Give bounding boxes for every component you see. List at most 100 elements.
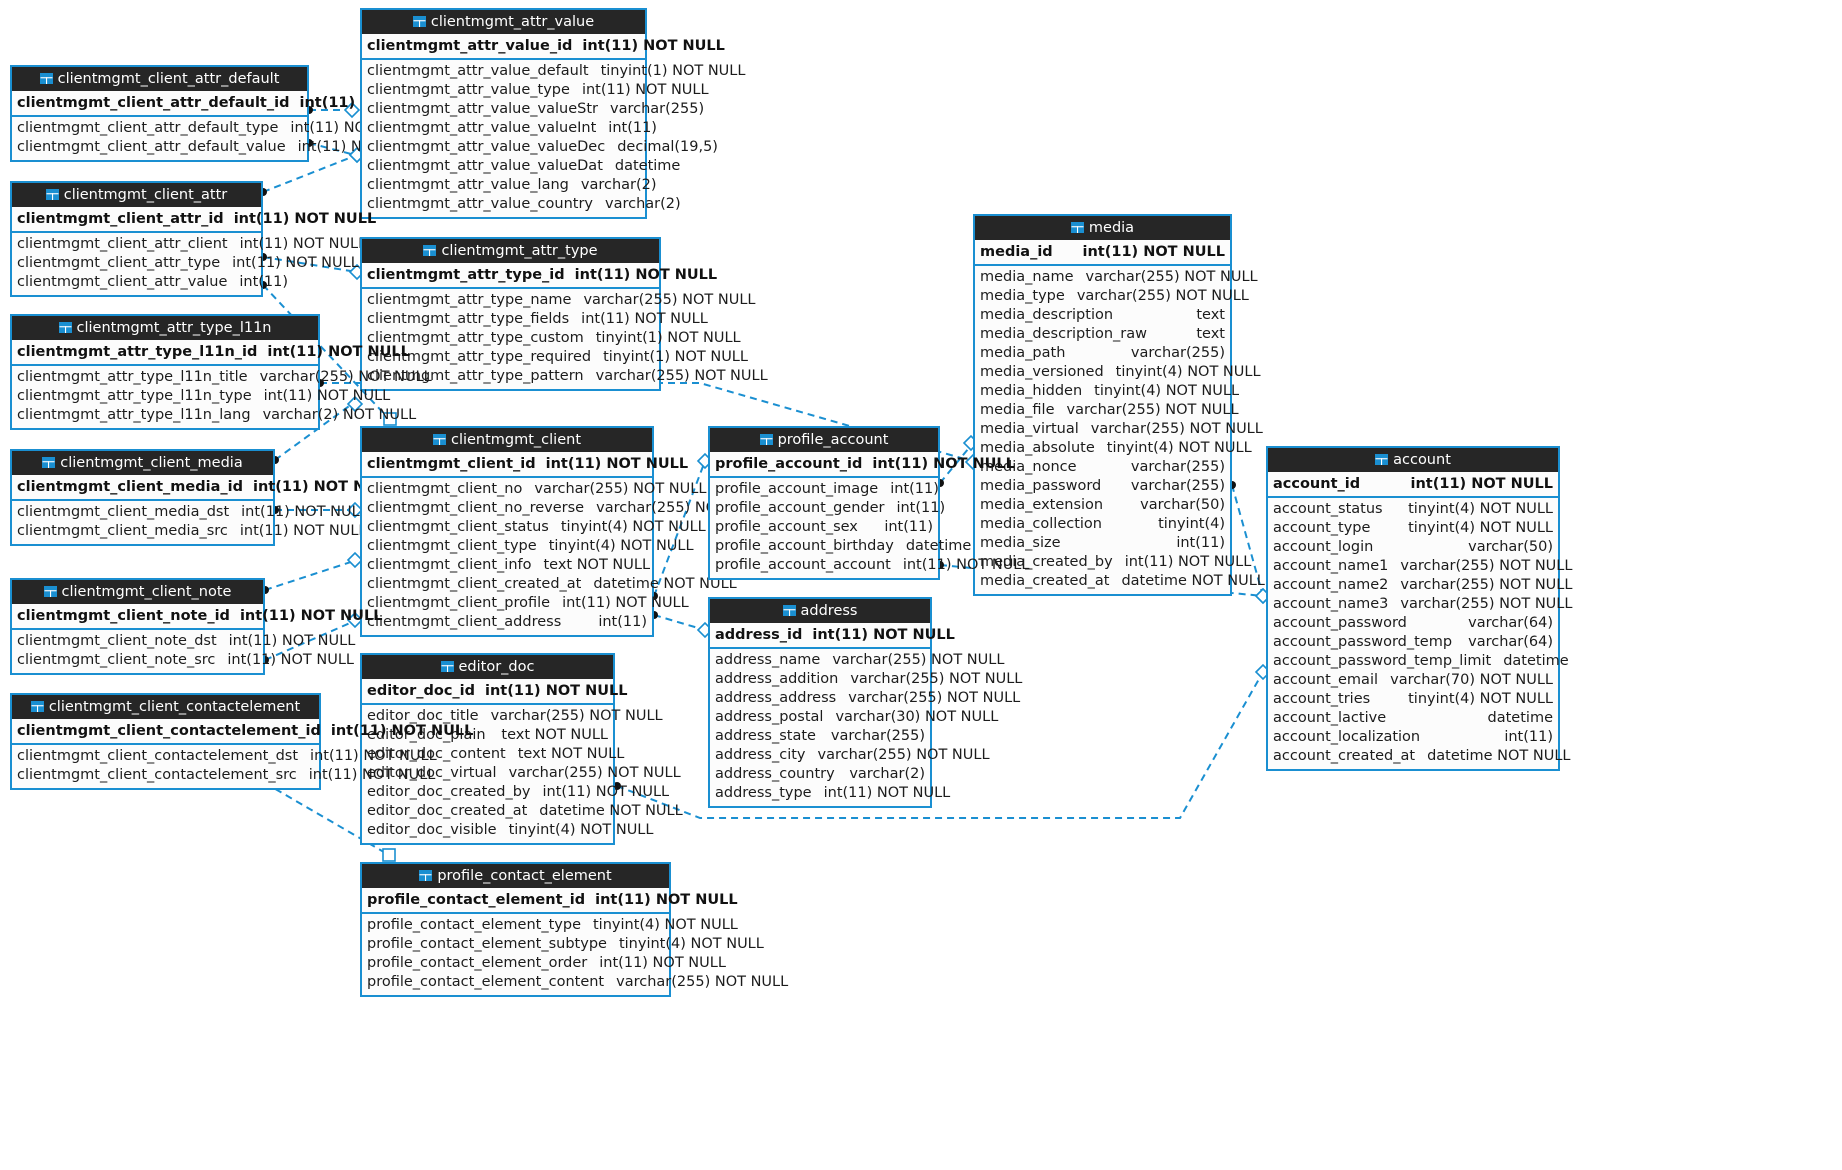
- column-name: clientmgmt_attr_type_l11n_title: [17, 369, 248, 385]
- column-type: int(11) NOT NULL: [252, 479, 396, 495]
- column-name: media_extension: [980, 497, 1104, 513]
- entity-title: profile_contact_element: [437, 868, 612, 884]
- column-type: varchar(2): [580, 177, 657, 193]
- column-name: clientmgmt_client_no_reverse: [367, 500, 585, 516]
- column-name: media_type: [980, 288, 1065, 304]
- column-type: tinyint(4) NOT NULL: [548, 538, 694, 554]
- column-name: clientmgmt_attr_value_type: [367, 82, 570, 98]
- column-type: int(11) NOT NULL: [239, 523, 367, 539]
- column-type: tinyint(4) NOT NULL: [1408, 691, 1553, 707]
- column-type: int(11) NOT NULL: [330, 723, 474, 739]
- column-name: clientmgmt_attr_value_valueDec: [367, 139, 606, 155]
- column-type: int(11) NOT NULL: [1082, 244, 1226, 260]
- column-name: media_absolute: [980, 440, 1095, 456]
- column-name: account_id: [1273, 476, 1361, 492]
- column-name: editor_doc_id: [367, 683, 476, 699]
- entity-clientmgmt_client_note[interactable]: clientmgmt_client_note clientmgmt_client_…: [10, 578, 382, 675]
- edge-line: [653, 614, 706, 631]
- column-type: varchar(255) NOT NULL: [817, 747, 990, 763]
- column-name: profile_account_sex: [715, 519, 858, 535]
- entity-header-media: media: [975, 216, 1230, 240]
- column-name: clientmgmt_client_attr_default_id: [17, 95, 290, 111]
- column-name: address_postal: [715, 709, 824, 725]
- column-name: clientmgmt_client_contactelement_dst: [17, 748, 299, 764]
- column-type: int(11): [1176, 535, 1225, 551]
- column-type: int(11) NOT NULL: [228, 633, 356, 649]
- column-name: clientmgmt_client_attr_id: [17, 211, 224, 227]
- column-name: clientmgmt_client_attr_client: [17, 236, 228, 252]
- column-type: varchar(255) NOT NULL: [259, 369, 432, 385]
- column-name: clientmgmt_attr_value_valueInt: [367, 120, 597, 136]
- column-name: clientmgmt_client_note_id: [17, 608, 230, 624]
- column-name: account_name1: [1273, 558, 1389, 574]
- column-name: clientmgmt_client_media_id: [17, 479, 243, 495]
- column-name: clientmgmt_client_no: [367, 481, 523, 497]
- column-name: clientmgmt_attr_type_l11n_lang: [17, 407, 251, 423]
- column-type: int(11) NOT NULL: [241, 504, 368, 520]
- entity-header-clientmgmt_client_note: clientmgmt_client_note: [12, 580, 263, 604]
- entity-title: profile_account: [777, 432, 889, 448]
- column-type: varchar(255) NOT NULL: [1400, 577, 1573, 593]
- column-type: text NOT NULL: [501, 727, 608, 743]
- table-icon: [782, 605, 796, 616]
- entity-title: media: [1088, 220, 1135, 236]
- column-name: account_password: [1273, 615, 1407, 631]
- column-type: text: [1196, 326, 1225, 342]
- column-type: int(11) NOT NULL: [542, 784, 670, 800]
- column-type: int(11): [239, 274, 289, 290]
- column-type: varchar(255) NOT NULL: [1400, 558, 1573, 574]
- column-type: varchar(255) NOT NULL: [508, 765, 681, 781]
- column-name: editor_doc_content: [367, 746, 506, 762]
- table-icon: [759, 434, 773, 445]
- entity-header-profile_contact_element: profile_contact_element: [362, 864, 669, 888]
- column-name: clientmgmt_client_type: [367, 538, 537, 554]
- column-name: clientmgmt_client_created_at: [367, 576, 582, 592]
